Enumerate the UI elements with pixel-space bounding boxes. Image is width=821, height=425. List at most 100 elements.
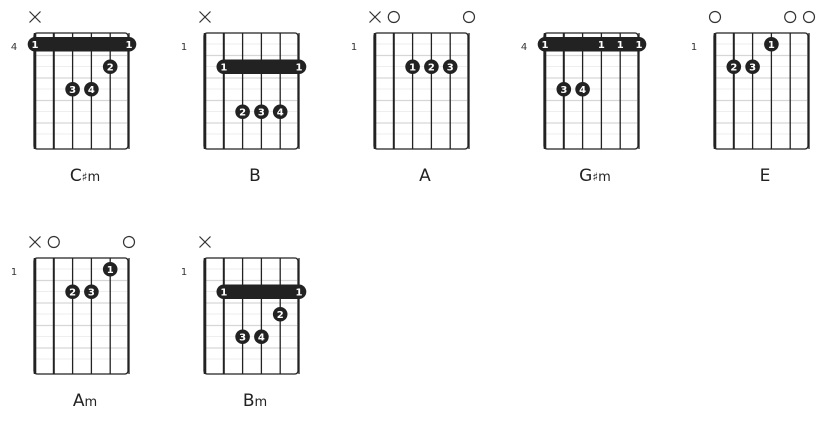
chord-name: C♯m — [0, 166, 170, 186]
barre-finger-label: 1 — [542, 40, 549, 51]
finger-dot — [84, 81, 99, 97]
fret-position-label: 4 — [11, 42, 17, 53]
muted-string-icon — [29, 11, 41, 23]
open-string-icon — [708, 10, 722, 24]
chord-name: Bm — [170, 391, 340, 411]
chord-root: B — [242, 391, 255, 411]
barre-bar — [537, 36, 647, 52]
fretboard-frame — [713, 32, 809, 150]
barre-finger-label: 1 — [636, 40, 643, 51]
barre-finger-label: 1 — [220, 287, 227, 298]
chord-root: A — [419, 166, 431, 186]
barre-finger-label: 1 — [296, 287, 303, 298]
open-string-icon — [47, 235, 60, 249]
chord-name: A — [340, 166, 510, 186]
finger-number: 2 — [69, 287, 76, 298]
fret-position-label: 1 — [181, 267, 187, 278]
chord-quality: m — [598, 170, 611, 185]
finger-dot — [84, 284, 99, 300]
barre-finger-label: 1 — [126, 40, 133, 51]
finger-number: 3 — [749, 62, 756, 73]
chord-quality: m — [84, 395, 98, 410]
barre-finger-label: 1 — [617, 40, 624, 51]
finger-number: 2 — [277, 310, 284, 321]
finger-number: 1 — [409, 62, 416, 73]
finger-number: 4 — [579, 85, 586, 96]
finger-dot — [424, 59, 439, 75]
barre-bar — [216, 284, 307, 300]
finger-number: 1 — [768, 40, 775, 51]
chord-quality: m — [87, 170, 101, 185]
muted-string-icon — [199, 236, 211, 248]
chord-root: G — [579, 166, 593, 186]
muted-string-icon — [199, 11, 211, 23]
fretboard-svg: 1 1 1 2 3 4 — [181, 236, 307, 375]
muted-string-icon — [29, 236, 41, 248]
barre-bar — [216, 59, 307, 75]
fretboard-frame — [203, 32, 299, 150]
chord-name: G♯m — [510, 166, 680, 186]
finger-dot — [102, 59, 118, 75]
fretboard-svg: 1 1 2 3 — [11, 235, 136, 375]
finger-number: 3 — [447, 62, 454, 73]
fretboard-svg: 1 1 2 3 — [691, 10, 816, 150]
finger-number: 3 — [88, 287, 95, 298]
finger-dot — [575, 81, 590, 97]
chord-accidental: ♯ — [592, 170, 599, 184]
chord-name: Am — [0, 391, 170, 411]
finger-dot — [556, 81, 572, 97]
fret-position-label: 1 — [691, 42, 697, 53]
finger-number: 4 — [258, 332, 265, 343]
finger-number: 2 — [730, 62, 737, 73]
finger-dot — [764, 36, 779, 52]
finger-number: 2 — [428, 62, 435, 73]
finger-dot — [235, 104, 250, 120]
chord-quality: m — [254, 395, 268, 410]
fret-position-label: 1 — [181, 42, 187, 53]
finger-number: 2 — [239, 107, 246, 118]
finger-dot — [726, 59, 742, 75]
chord-root: C — [69, 166, 82, 186]
finger-number: 3 — [258, 107, 265, 118]
finger-number: 4 — [88, 85, 95, 96]
fretboard-svg: 4 1 1 1 1 3 4 — [521, 32, 647, 150]
fret-position-label: 1 — [11, 267, 17, 278]
chord-root: B — [249, 166, 261, 186]
finger-dot — [254, 329, 269, 345]
finger-dot — [442, 59, 458, 75]
finger-number: 4 — [277, 107, 284, 118]
barre-finger-label: 1 — [32, 40, 39, 51]
finger-dot — [65, 81, 80, 97]
finger-dot — [102, 261, 118, 277]
finger-dot — [272, 306, 288, 322]
finger-dot — [745, 59, 760, 75]
barre-finger-label: 1 — [598, 40, 605, 51]
fretboard-frame — [373, 32, 469, 150]
chord-root: A — [72, 391, 85, 411]
finger-number: 2 — [107, 62, 114, 73]
finger-number: 1 — [107, 265, 114, 276]
finger-number: 3 — [239, 332, 246, 343]
barre-finger-label: 1 — [296, 62, 303, 73]
finger-number: 3 — [560, 85, 567, 96]
fretboard-svg: 4 1 1 2 3 4 — [11, 11, 137, 150]
open-string-icon — [387, 10, 400, 24]
fret-position-label: 4 — [521, 42, 527, 53]
chord-root: E — [759, 166, 771, 186]
chord-name: E — [680, 166, 821, 186]
finger-dot — [235, 329, 250, 345]
finger-dot — [254, 104, 269, 120]
finger-dot — [272, 104, 288, 120]
open-string-icon — [122, 235, 136, 249]
barre-bar — [27, 36, 137, 52]
finger-number: 3 — [69, 85, 76, 96]
